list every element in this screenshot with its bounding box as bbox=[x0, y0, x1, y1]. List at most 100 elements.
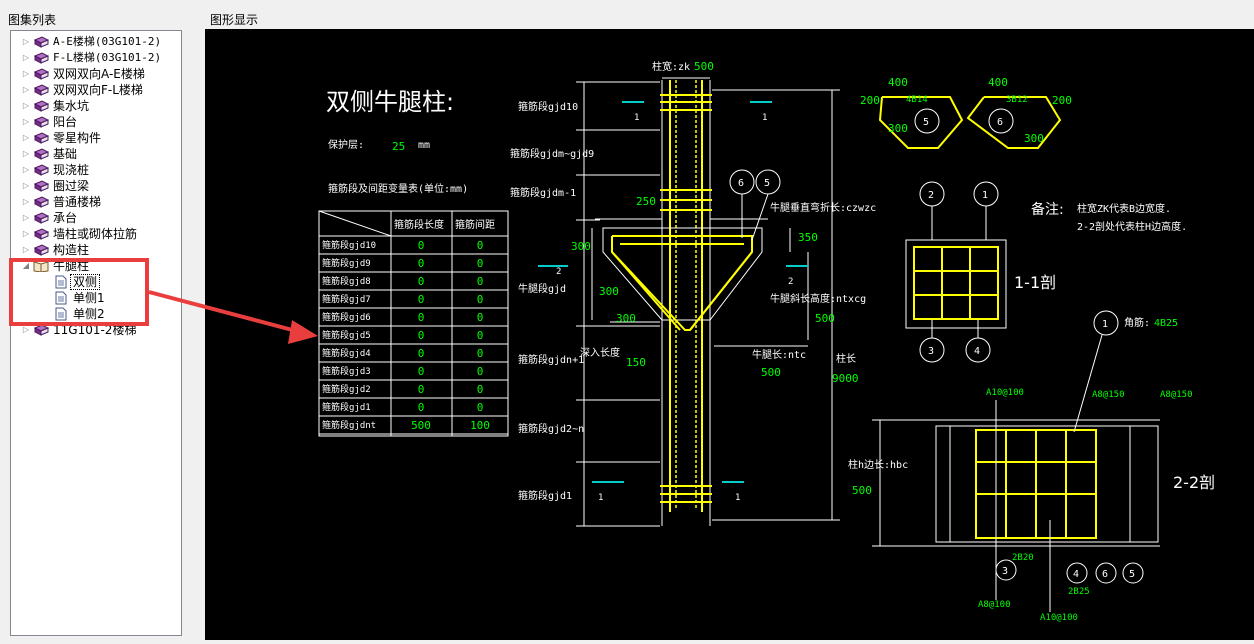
table-row-spacing[interactable]: 100 bbox=[470, 419, 490, 432]
rebar5-number: 5 bbox=[923, 117, 929, 128]
table-row-length[interactable]: 0 bbox=[418, 239, 425, 252]
document-icon bbox=[55, 275, 67, 289]
table-row-length[interactable]: 0 bbox=[418, 401, 425, 414]
right-panel-title: 图形显示 bbox=[210, 13, 259, 27]
cover-label: 保护层: bbox=[328, 138, 364, 151]
tree-folder-item[interactable]: ▷ 圈过梁 bbox=[11, 178, 181, 194]
tree-item-label: 承台 bbox=[53, 211, 78, 225]
table-row-spacing[interactable]: 0 bbox=[477, 329, 484, 342]
expand-icon[interactable]: ▷ bbox=[22, 213, 30, 222]
atlas-tree[interactable]: ▷A-E楼梯(03G101-2)▷F-L楼梯(03G101-2)▷双网双向A-E… bbox=[10, 30, 182, 636]
note-line-2: 2-2剖处代表柱H边高度. bbox=[1077, 220, 1187, 233]
tree-highlight-box bbox=[9, 258, 149, 326]
book-icon bbox=[33, 196, 49, 208]
collapse-icon[interactable]: ◢ bbox=[22, 261, 30, 270]
seg-label-2: 箍筋段gjdm~gjd9 bbox=[510, 147, 594, 160]
tree-item-label: 圈过梁 bbox=[53, 179, 90, 193]
seg-label-4: 牛腿段gjd bbox=[518, 282, 566, 295]
table-row-length[interactable]: 0 bbox=[418, 257, 425, 270]
tree-folder-item[interactable]: ▷零星构件 bbox=[11, 130, 181, 146]
table-row-spacing[interactable]: 0 bbox=[477, 365, 484, 378]
table-row-name: 箍筋段gjd4 bbox=[322, 347, 371, 359]
rebar5-dim-top: 400 bbox=[888, 76, 908, 89]
table-row-length[interactable]: 0 bbox=[418, 383, 425, 396]
table-row-length[interactable]: 0 bbox=[418, 365, 425, 378]
tree-folder-item[interactable]: ▷ 普通楼梯 bbox=[11, 194, 181, 210]
table-row-spacing[interactable]: 0 bbox=[477, 275, 484, 288]
table-row-spacing[interactable]: 0 bbox=[477, 383, 484, 396]
expand-icon[interactable]: ▷ bbox=[22, 117, 30, 126]
sec-mark-1c: 1 bbox=[598, 493, 603, 503]
section-1-1 bbox=[905, 181, 1007, 363]
tree-folder-item[interactable]: ▷构造柱 bbox=[11, 242, 181, 258]
section-1-1-label: 1-1剖 bbox=[1014, 273, 1056, 292]
anchor-label: 深入长度 bbox=[580, 346, 620, 359]
rebar5-dim-bottom: 300 bbox=[888, 122, 908, 135]
expand-icon[interactable]: ▷ bbox=[22, 37, 30, 46]
expand-icon[interactable]: ▷ bbox=[22, 133, 30, 142]
dim-300a: 300 bbox=[571, 240, 591, 253]
expand-icon[interactable]: ▷ bbox=[22, 325, 30, 334]
table-row-name: 箍筋段gjd2 bbox=[322, 383, 371, 395]
table-header-spacing: 箍筋间距 bbox=[455, 218, 495, 231]
section-2-2-label: 2-2剖 bbox=[1173, 473, 1215, 492]
tree-folder-item[interactable]: ◢牛腿柱 bbox=[11, 258, 181, 274]
tree-item-label: F-L楼梯(03G101-2) bbox=[53, 51, 162, 64]
document-icon bbox=[55, 307, 67, 321]
expand-icon[interactable]: ▷ bbox=[22, 245, 30, 254]
table-row-spacing[interactable]: 0 bbox=[477, 257, 484, 270]
table-row-spacing[interactable]: 0 bbox=[477, 239, 484, 252]
tree-item-label: 双侧 bbox=[70, 274, 101, 290]
expand-icon[interactable]: ▷ bbox=[22, 181, 30, 190]
expand-icon[interactable]: ▷ bbox=[22, 101, 30, 110]
book-icon bbox=[33, 324, 49, 336]
tree-folder-item[interactable]: ▷双网双向F-L楼梯 bbox=[11, 82, 181, 98]
sec22-marker-1: 1 bbox=[1102, 319, 1108, 330]
table-row-name: 箍筋段gjd5 bbox=[322, 329, 371, 341]
rebar6-dim-right: 200 bbox=[1052, 94, 1072, 107]
sec22-marker-5: 5 bbox=[1129, 569, 1135, 580]
expand-icon[interactable]: ▷ bbox=[22, 197, 30, 206]
table-row-length[interactable]: 0 bbox=[418, 311, 425, 324]
tree-item-label: 普通楼梯 bbox=[53, 195, 102, 209]
tree-leaf-item[interactable]: 单侧2 bbox=[11, 306, 181, 322]
tree-folder-item[interactable]: ▷现浇桩 bbox=[11, 162, 181, 178]
expand-icon[interactable]: ▷ bbox=[22, 165, 30, 174]
drawing-canvas[interactable]: 双侧牛腿柱: 保护层: 25 mm 箍筋段及间距变量表(单位:mm) 箍筋段长度… bbox=[205, 29, 1254, 640]
tree-item-label: 11G101-2楼梯 bbox=[53, 323, 137, 337]
table-row-length[interactable]: 0 bbox=[418, 293, 425, 306]
table-row-spacing[interactable]: 0 bbox=[477, 311, 484, 324]
expand-icon[interactable]: ▷ bbox=[22, 229, 30, 238]
table-row-length[interactable]: 0 bbox=[418, 329, 425, 342]
tree-folder-item[interactable]: ▷ 11G101-2楼梯 bbox=[11, 322, 181, 338]
corbel-len-value: 500 bbox=[761, 366, 781, 379]
note-line-1: 柱宽ZK代表B边宽度. bbox=[1077, 202, 1171, 215]
tree-leaf-item[interactable]: 单侧1 bbox=[11, 290, 181, 306]
table-row-length[interactable]: 500 bbox=[411, 419, 431, 432]
table-row-length[interactable]: 0 bbox=[418, 275, 425, 288]
table-row-length[interactable]: 0 bbox=[418, 347, 425, 360]
expand-icon[interactable]: ▷ bbox=[22, 69, 30, 78]
seg-label-6: 箍筋段gjd2~n bbox=[518, 422, 584, 435]
tree-folder-item[interactable]: ▷ F-L楼梯(03G101-2) bbox=[11, 50, 181, 66]
tree-folder-item[interactable]: ▷基础 bbox=[11, 146, 181, 162]
expand-icon[interactable]: ▷ bbox=[22, 85, 30, 94]
tree-folder-item[interactable]: ▷墙柱或砌体拉筋 bbox=[11, 226, 181, 242]
table-row-spacing[interactable]: 0 bbox=[477, 347, 484, 360]
table-row-spacing[interactable]: 0 bbox=[477, 401, 484, 414]
marker-6: 6 bbox=[738, 178, 744, 189]
expand-icon[interactable]: ▷ bbox=[22, 53, 30, 62]
table-row-spacing[interactable]: 0 bbox=[477, 293, 484, 306]
rebar6-dim-top: 400 bbox=[988, 76, 1008, 89]
tree-folder-item[interactable]: ▷A-E楼梯(03G101-2) bbox=[11, 34, 181, 50]
tree-folder-item[interactable]: ▷ 承台 bbox=[11, 210, 181, 226]
dim-500: 500 bbox=[815, 312, 835, 325]
tree-leaf-item[interactable]: 双侧 bbox=[11, 274, 181, 290]
sec11-marker-2: 2 bbox=[928, 190, 934, 201]
tree-folder-item[interactable]: ▷双网双向A-E楼梯 bbox=[11, 66, 181, 82]
tree-folder-item[interactable]: ▷集水坑 bbox=[11, 98, 181, 114]
expand-icon[interactable]: ▷ bbox=[22, 149, 30, 158]
marker-5: 5 bbox=[764, 178, 770, 189]
tree-folder-item[interactable]: ▷阳台 bbox=[11, 114, 181, 130]
rebar6-dim-bottom: 300 bbox=[1024, 132, 1044, 145]
